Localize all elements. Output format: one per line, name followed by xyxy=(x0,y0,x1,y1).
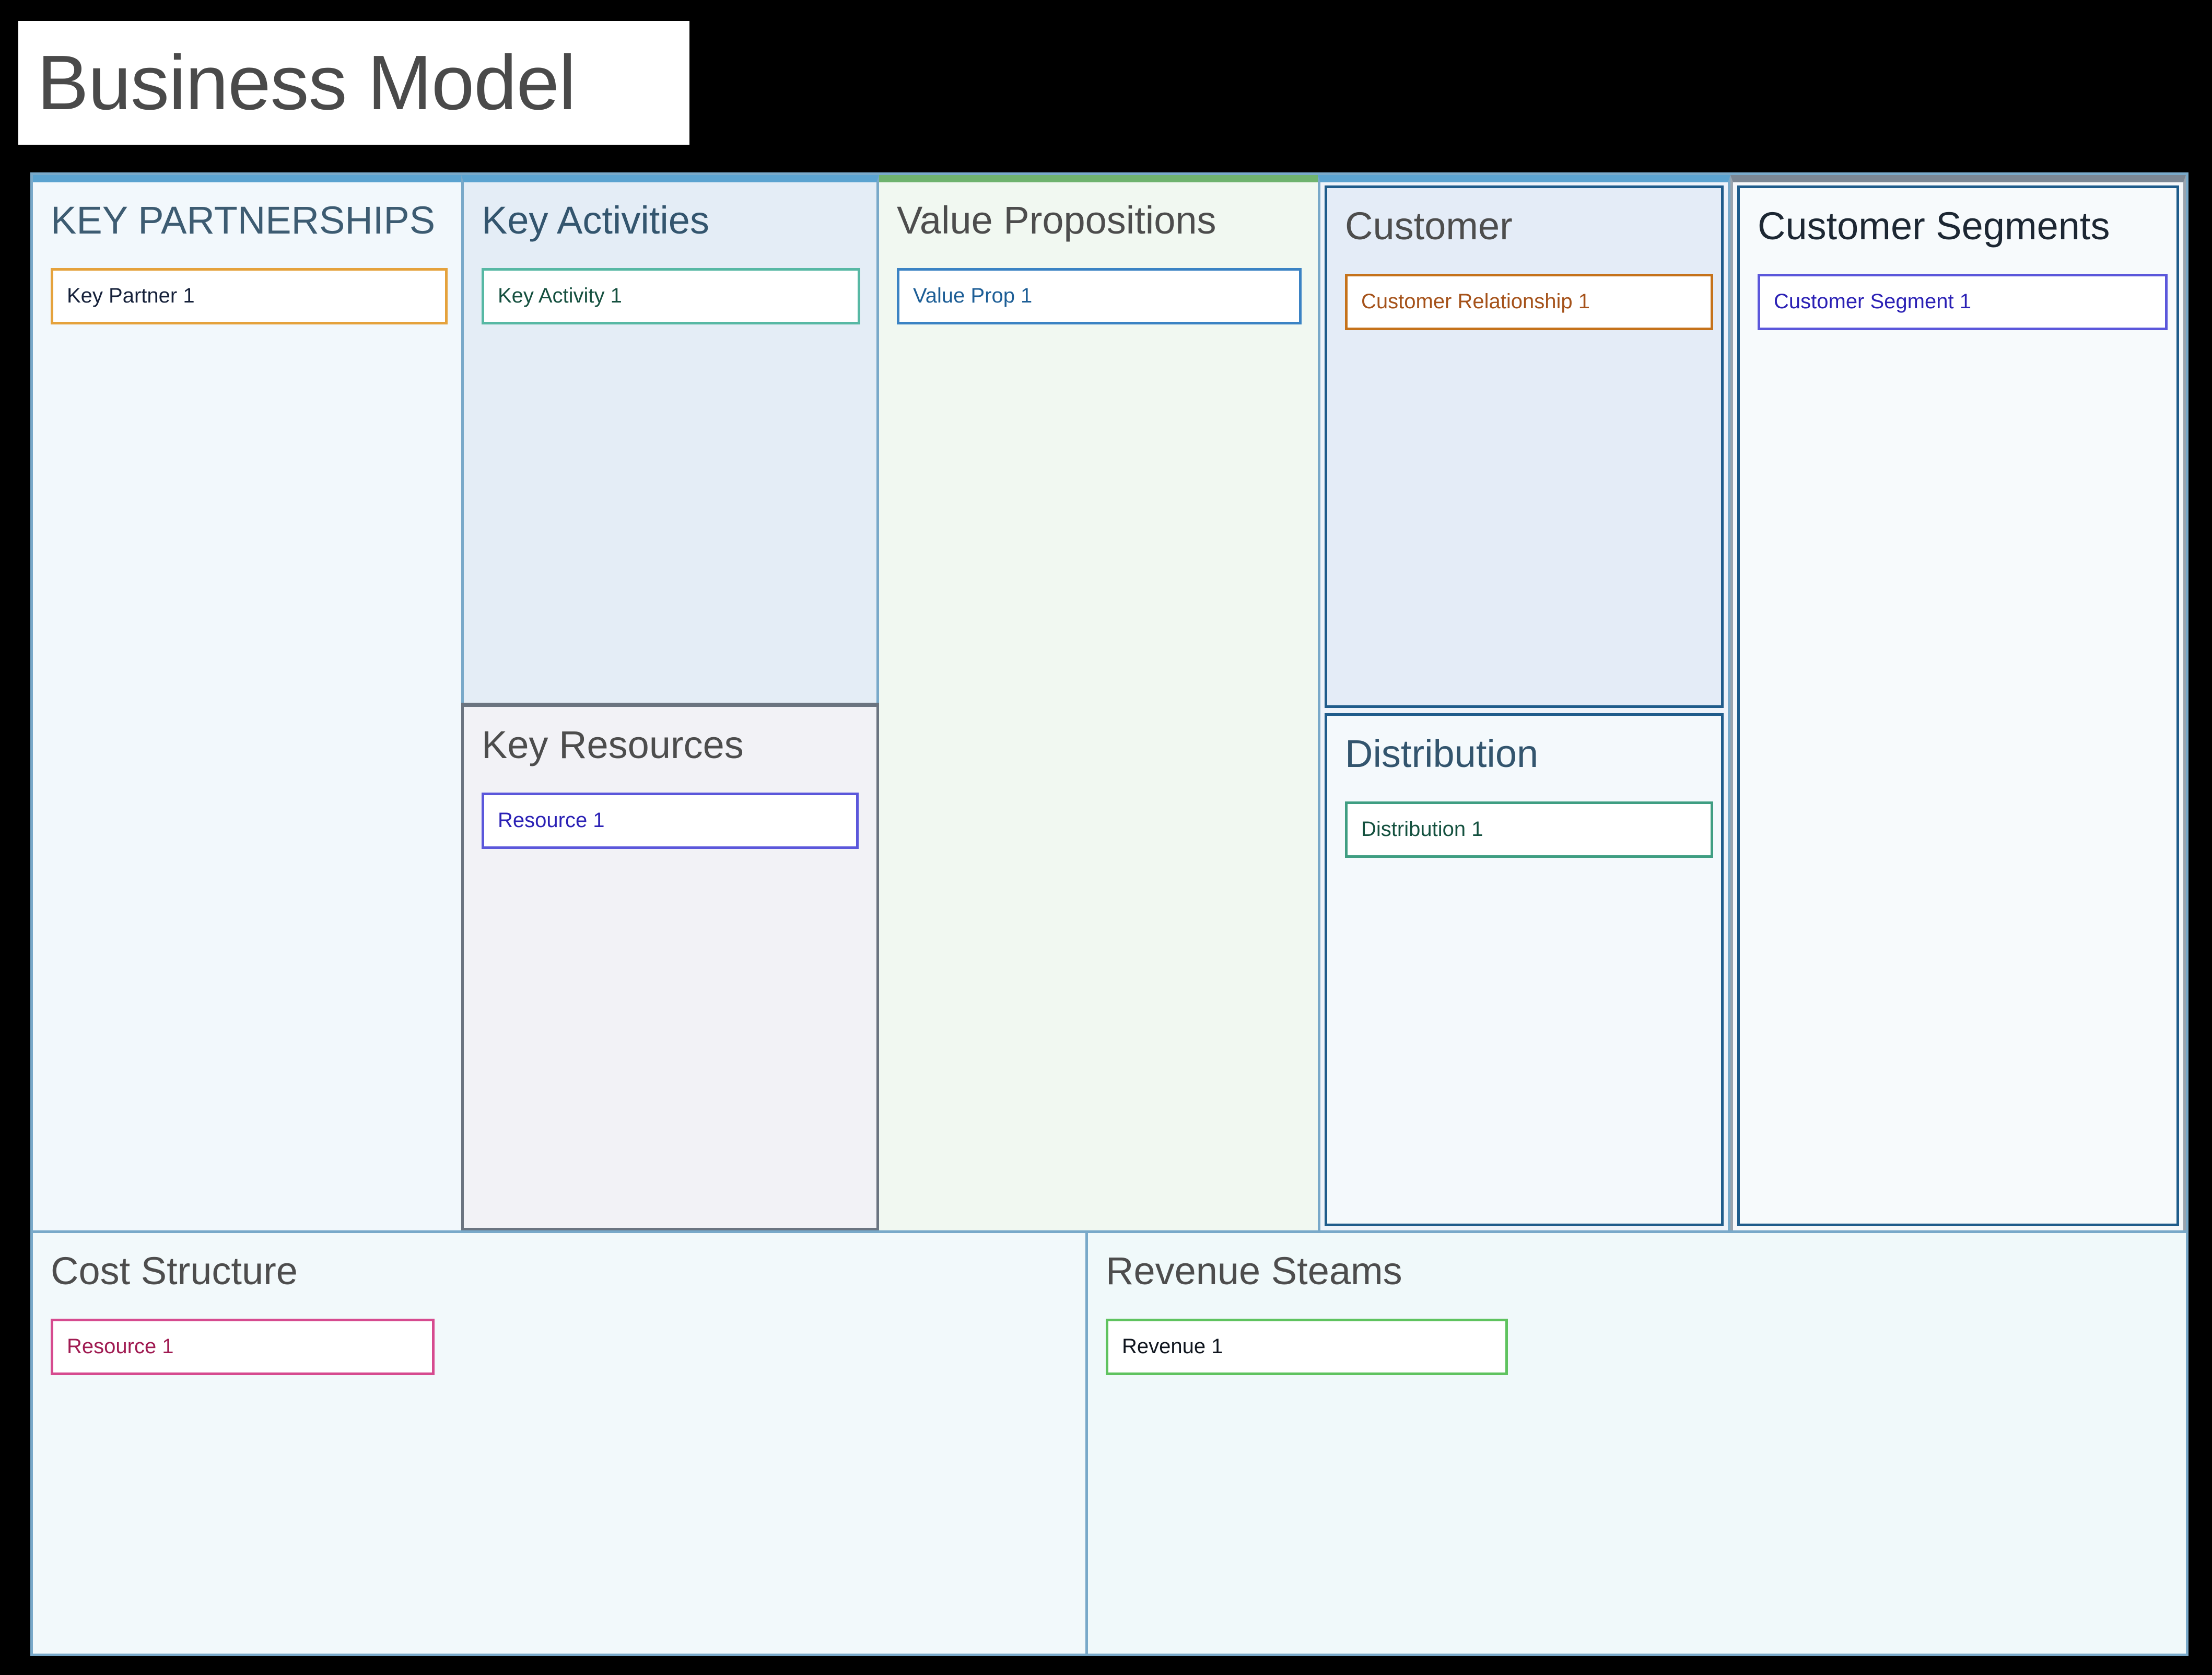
page-title: Business Model xyxy=(37,39,576,126)
block-key-activities[interactable]: Key Activities Key Activity 1 xyxy=(461,175,879,703)
card-resource-1[interactable]: Resource 1 xyxy=(482,792,859,849)
block-revenue-streams[interactable]: Revenue Steams Revenue 1 xyxy=(1088,1233,2186,1654)
block-customer-segments[interactable]: Customer Segments Customer Segment 1 xyxy=(1737,185,2179,1226)
card-value-prop-1[interactable]: Value Prop 1 xyxy=(897,267,1302,324)
card-customer-relationship-1[interactable]: Customer Relationship 1 xyxy=(1345,273,1713,330)
column-key-activities: Key Activities Key Activity 1 Key Resour… xyxy=(461,175,879,1230)
card-cost-resource-1[interactable]: Resource 1 xyxy=(51,1318,435,1375)
card-distribution-1[interactable]: Distribution 1 xyxy=(1345,801,1713,858)
block-cost-structure[interactable]: Cost Structure Resource 1 xyxy=(33,1233,1088,1654)
heading-distribution: Distribution xyxy=(1345,732,1539,775)
column-value-propositions: Value Propositions Value Prop 1 xyxy=(879,175,1318,1230)
block-key-partnerships[interactable]: KEY PARTNERSHIPS Key Partner 1 xyxy=(33,175,461,1230)
heading-key-activities: Key Activities xyxy=(482,199,709,242)
column-customer: Customer Customer Relationship 1 Distrib… xyxy=(1318,175,1730,1230)
stack-activities-resources: Key Activities Key Activity 1 Key Resour… xyxy=(461,175,879,1230)
heading-value-propositions: Value Propositions xyxy=(897,199,1216,242)
block-key-resources[interactable]: Key Resources Resource 1 xyxy=(461,703,879,1230)
block-customer-relationships[interactable]: Customer Customer Relationship 1 xyxy=(1325,185,1724,708)
card-revenue-1[interactable]: Revenue 1 xyxy=(1106,1318,1508,1375)
heading-key-resources: Key Resources xyxy=(482,723,744,766)
heading-customer-segments: Customer Segments xyxy=(1758,204,2110,248)
column-key-partnerships: KEY PARTNERSHIPS Key Partner 1 xyxy=(33,175,461,1230)
heading-cost-structure: Cost Structure xyxy=(51,1249,298,1293)
card-key-partner-1[interactable]: Key Partner 1 xyxy=(51,267,448,324)
card-key-activity-1[interactable]: Key Activity 1 xyxy=(482,267,860,324)
page-title-block: Business Model xyxy=(18,21,689,145)
card-customer-segment-1[interactable]: Customer Segment 1 xyxy=(1758,273,2168,330)
block-value-propositions[interactable]: Value Propositions Value Prop 1 xyxy=(879,175,1318,1230)
heading-customer-relationships: Customer xyxy=(1345,204,1513,248)
column-customer-segments: Customer Segments Customer Segment 1 xyxy=(1730,175,2186,1230)
frame-customer-distribution: Customer Customer Relationship 1 Distrib… xyxy=(1318,175,1730,1230)
heading-key-partnerships: KEY PARTNERSHIPS xyxy=(51,199,436,242)
canvas-top-row: KEY PARTNERSHIPS Key Partner 1 Key Activ… xyxy=(33,175,2186,1230)
business-model-canvas: KEY PARTNERSHIPS Key Partner 1 Key Activ… xyxy=(30,172,2188,1656)
heading-revenue-streams: Revenue Steams xyxy=(1106,1249,1402,1293)
canvas-bottom-row: Cost Structure Resource 1 Revenue Steams… xyxy=(33,1230,2186,1654)
block-distribution[interactable]: Distribution Distribution 1 xyxy=(1325,713,1724,1226)
frame-customer-segments: Customer Segments Customer Segment 1 xyxy=(1730,175,2186,1230)
